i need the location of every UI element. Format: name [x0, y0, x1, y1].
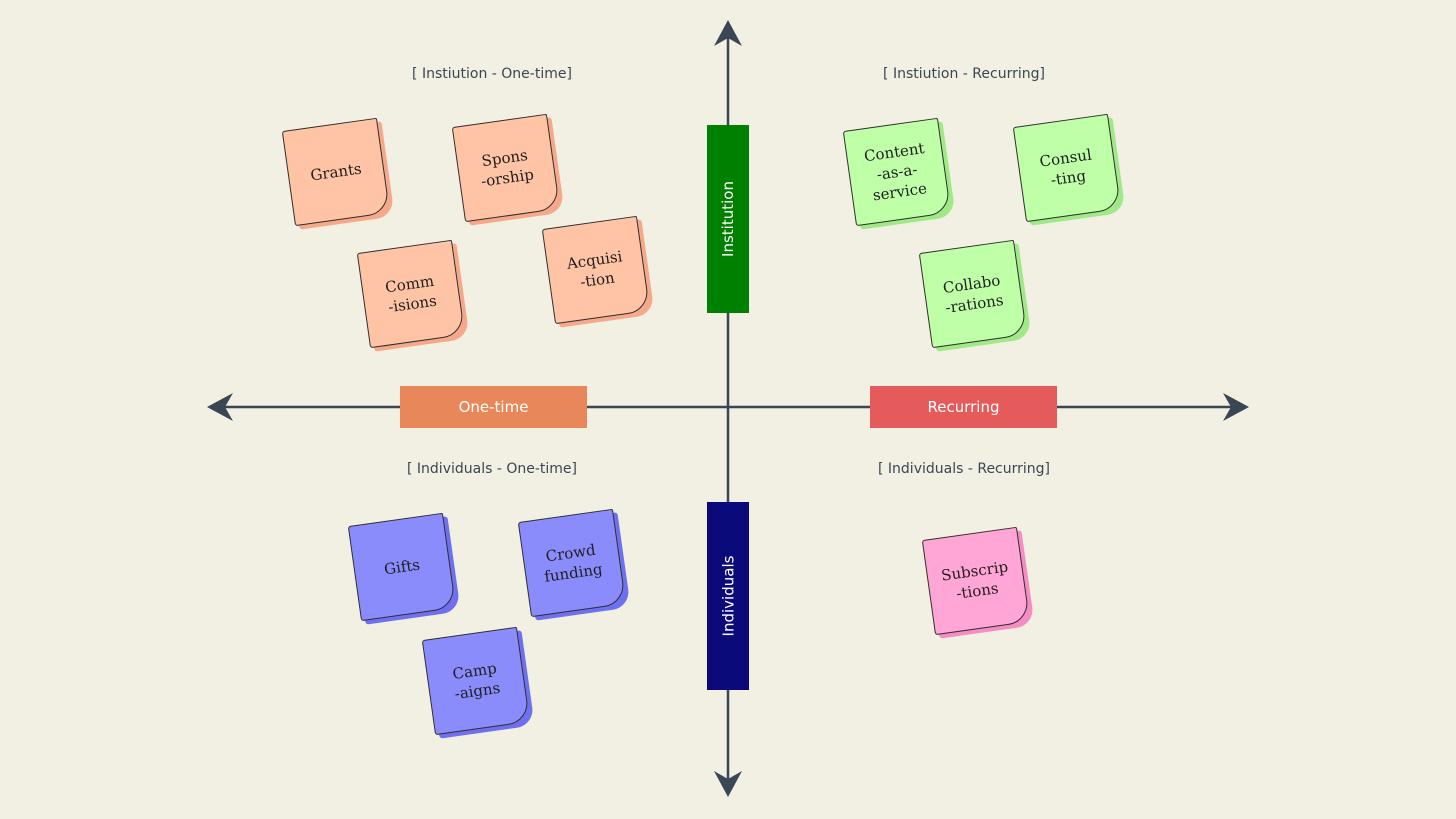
sticky-note-label: Subscrip -tions: [921, 526, 1031, 636]
sticky-note-crowdfunding: Crowd funding: [517, 508, 631, 621]
arrow-up-icon: [714, 20, 742, 46]
recurring-axis-label: Recurring: [870, 386, 1057, 428]
sticky-note-subscriptions: Subscrip -tions: [921, 526, 1035, 639]
sticky-note-commissions: Comm -isions: [356, 239, 470, 352]
sticky-note-label: Camp -aigns: [421, 626, 531, 736]
sticky-note-label: Consul -ting: [1012, 113, 1122, 223]
institution-axis-text: Institution: [719, 181, 738, 257]
arrow-down-icon: [714, 771, 742, 797]
sticky-note-content-as-a-service: Content -as-a- service: [842, 117, 956, 230]
individuals-axis-text: Individuals: [719, 555, 737, 637]
sticky-note-label: Acquisi -tion: [541, 215, 651, 325]
sticky-note-collaborations: Collabo -rations: [918, 239, 1032, 352]
arrow-left-icon: [207, 393, 233, 421]
individuals-axis-label: Individuals: [707, 502, 749, 690]
arrow-right-icon: [1223, 393, 1249, 421]
quadrant-title-top-left: [ Instiution - One-time]: [412, 66, 572, 82]
sticky-note-label: Comm -isions: [356, 239, 466, 349]
sticky-note-gifts: Gifts: [347, 512, 461, 625]
sticky-note-label: Content -as-a- service: [842, 117, 952, 227]
quadrant-title-bottom-left: [ Individuals - One-time]: [407, 461, 577, 477]
quadrant-title-bottom-right: [ Individuals - Recurring]: [878, 461, 1050, 477]
quadrant-title-top-right: [ Instiution - Recurring]: [883, 66, 1045, 82]
sticky-note-sponsorship: Spons -orship: [451, 113, 565, 226]
one-time-axis-label: One-time: [400, 386, 587, 428]
one-time-axis-text: One-time: [458, 398, 529, 416]
recurring-axis-text: Recurring: [927, 398, 1000, 416]
sticky-note-grants: Grants: [281, 117, 395, 230]
sticky-note-label: Gifts: [347, 512, 457, 622]
sticky-note-consulting: Consul -ting: [1012, 113, 1126, 226]
sticky-note-acquisition: Acquisi -tion: [541, 215, 655, 328]
sticky-note-label: Spons -orship: [451, 113, 561, 223]
sticky-note-label: Crowd funding: [517, 508, 627, 618]
institution-axis-label: Institution: [707, 125, 749, 313]
sticky-note-label: Collabo -rations: [918, 239, 1028, 349]
sticky-note-label: Grants: [281, 117, 391, 227]
sticky-note-campaigns: Camp -aigns: [421, 626, 535, 739]
